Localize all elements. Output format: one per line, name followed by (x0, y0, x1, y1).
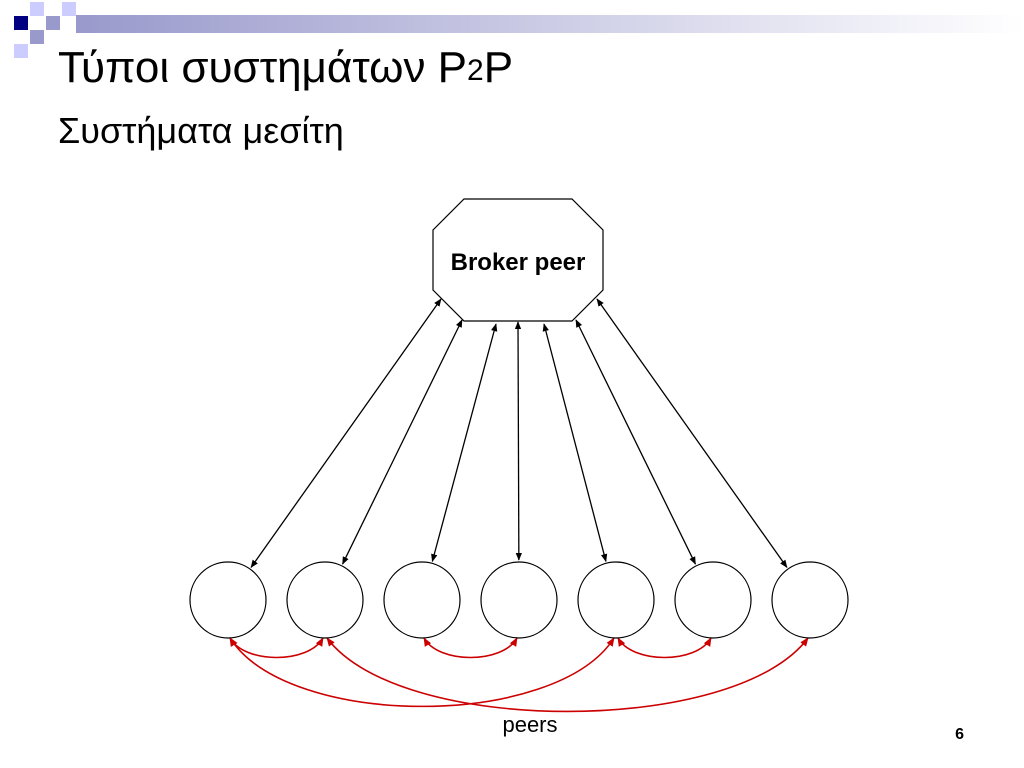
page-number: 6 (955, 726, 964, 743)
peer-link (326, 637, 809, 713)
broker-link (575, 319, 697, 565)
peer-node (771, 561, 849, 639)
title-subscript: 2 (467, 54, 484, 87)
title-main: Τύποι συστημάτων P (58, 43, 468, 92)
decoration-bar (76, 15, 1024, 33)
broker-link (514, 321, 523, 561)
page-title: Τύποι συστημάτων P2P (58, 43, 514, 92)
slide-decoration (14, 2, 1024, 58)
peer-node (286, 561, 364, 639)
broker-link (596, 298, 788, 569)
peer-node (189, 561, 267, 639)
title-tail: P (483, 43, 514, 92)
decoration-square (14, 16, 28, 30)
broker-link (341, 319, 463, 565)
broker-link (542, 323, 608, 563)
decoration-square (62, 2, 76, 16)
decoration-square (30, 2, 44, 16)
peer-node (577, 561, 655, 639)
peers-caption: peers (502, 712, 558, 737)
peer-link (423, 637, 518, 659)
peer-node (480, 561, 558, 639)
decoration-square (46, 16, 60, 30)
link-layer (229, 298, 809, 713)
peer-node (383, 561, 461, 639)
broker-label: Broker peer (451, 249, 586, 276)
broker-link (250, 298, 442, 569)
peer-node (674, 561, 752, 639)
peer-link (617, 637, 712, 659)
peer-layer (189, 561, 849, 639)
peer-link (229, 637, 615, 708)
decoration-square (14, 44, 28, 58)
page-subtitle: Συστήματα μεσίτη (58, 110, 344, 151)
broker-link (431, 323, 498, 563)
broker-node (432, 198, 604, 322)
decoration-square (30, 30, 44, 44)
